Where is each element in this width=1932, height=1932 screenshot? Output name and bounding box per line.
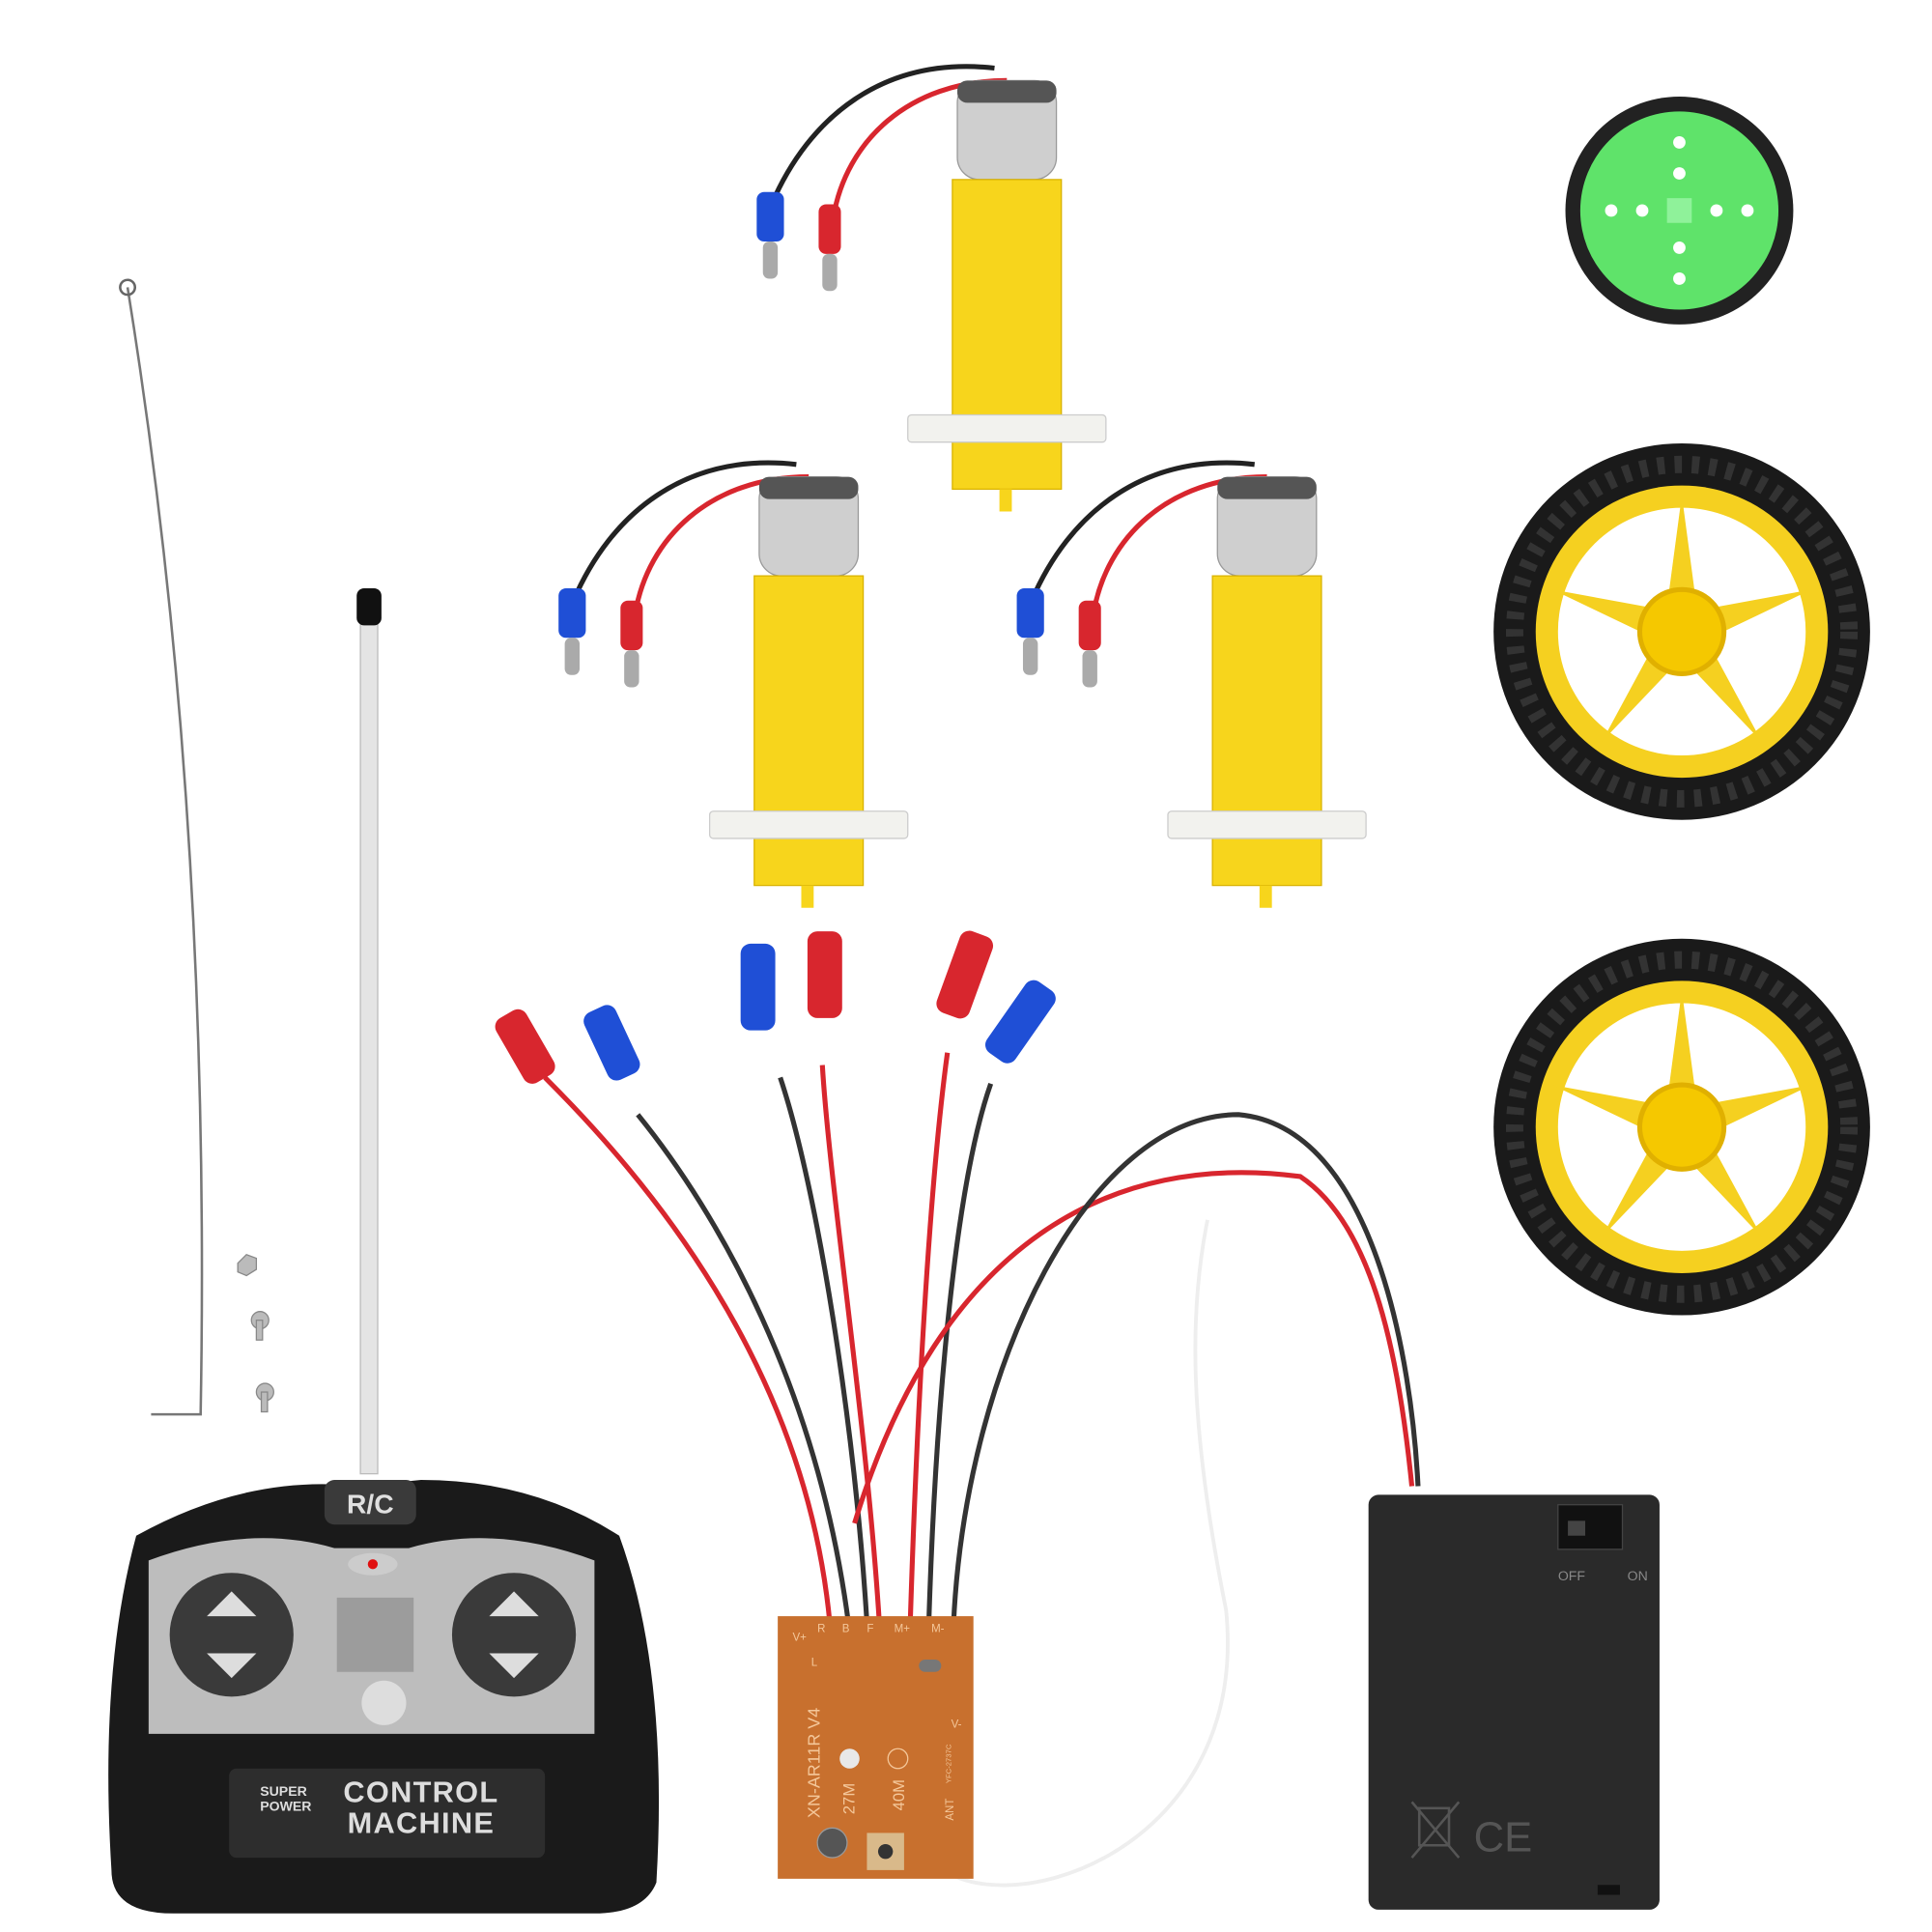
battery-box: OFF ON CE [1368, 1494, 1660, 1910]
center-button[interactable] [361, 1680, 407, 1725]
wire-antenna [126, 287, 204, 1416]
pcb-wires [543, 1052, 1421, 1888]
switch-off-label: OFF [1558, 1568, 1586, 1583]
gear-motor [756, 67, 1106, 512]
wheel [1493, 939, 1870, 1316]
screws [237, 1253, 274, 1413]
green-wheel [1565, 97, 1794, 325]
pcb-freq: 27M [840, 1783, 859, 1814]
pcb-pin-label: V+ [793, 1633, 808, 1644]
remote-badge: R/C [347, 1489, 394, 1520]
pcb-pin-label: F [867, 1624, 873, 1635]
telescopic-antenna [359, 618, 379, 1475]
remote-title: MACHINE [348, 1805, 495, 1839]
pcb-pin-label: M- [931, 1624, 945, 1635]
remote-controller: R/C SUPER POWER CONTROL MACHINE [108, 1480, 660, 1914]
gear-motor [558, 463, 908, 908]
ce-mark: CE [1474, 1815, 1533, 1861]
remote-title: CONTROL [343, 1775, 498, 1808]
switch-on-label: ON [1628, 1568, 1648, 1583]
receiver-pcb: V+ L R B F M+ M- V- ANT XN-AR11R V4 27M … [778, 1616, 974, 1879]
pcb-freq: 40M [890, 1779, 908, 1810]
loose-terminals [495, 930, 1056, 1084]
right-dpad[interactable] [451, 1573, 577, 1697]
pcb-pin-label: B [842, 1624, 850, 1635]
pcb-pin-label: M+ [895, 1624, 911, 1635]
pcb-pin-label: R [817, 1624, 825, 1635]
power-switch[interactable] [1557, 1504, 1624, 1550]
remote-label: SUPER [260, 1783, 307, 1799]
pcb-pin-label: L [811, 1657, 818, 1668]
pcb-code: YFC-2737C [945, 1744, 953, 1783]
left-dpad[interactable] [169, 1573, 294, 1697]
pcb-model: XN-AR11R V4 [805, 1708, 824, 1818]
weee-bin-icon [1410, 1801, 1461, 1859]
remote-label: POWER [260, 1798, 311, 1813]
pcb-pin-label: V- [952, 1719, 962, 1730]
gear-motor [1017, 463, 1367, 908]
pcb-pin-label: ANT [945, 1799, 956, 1821]
wheel [1493, 443, 1870, 820]
